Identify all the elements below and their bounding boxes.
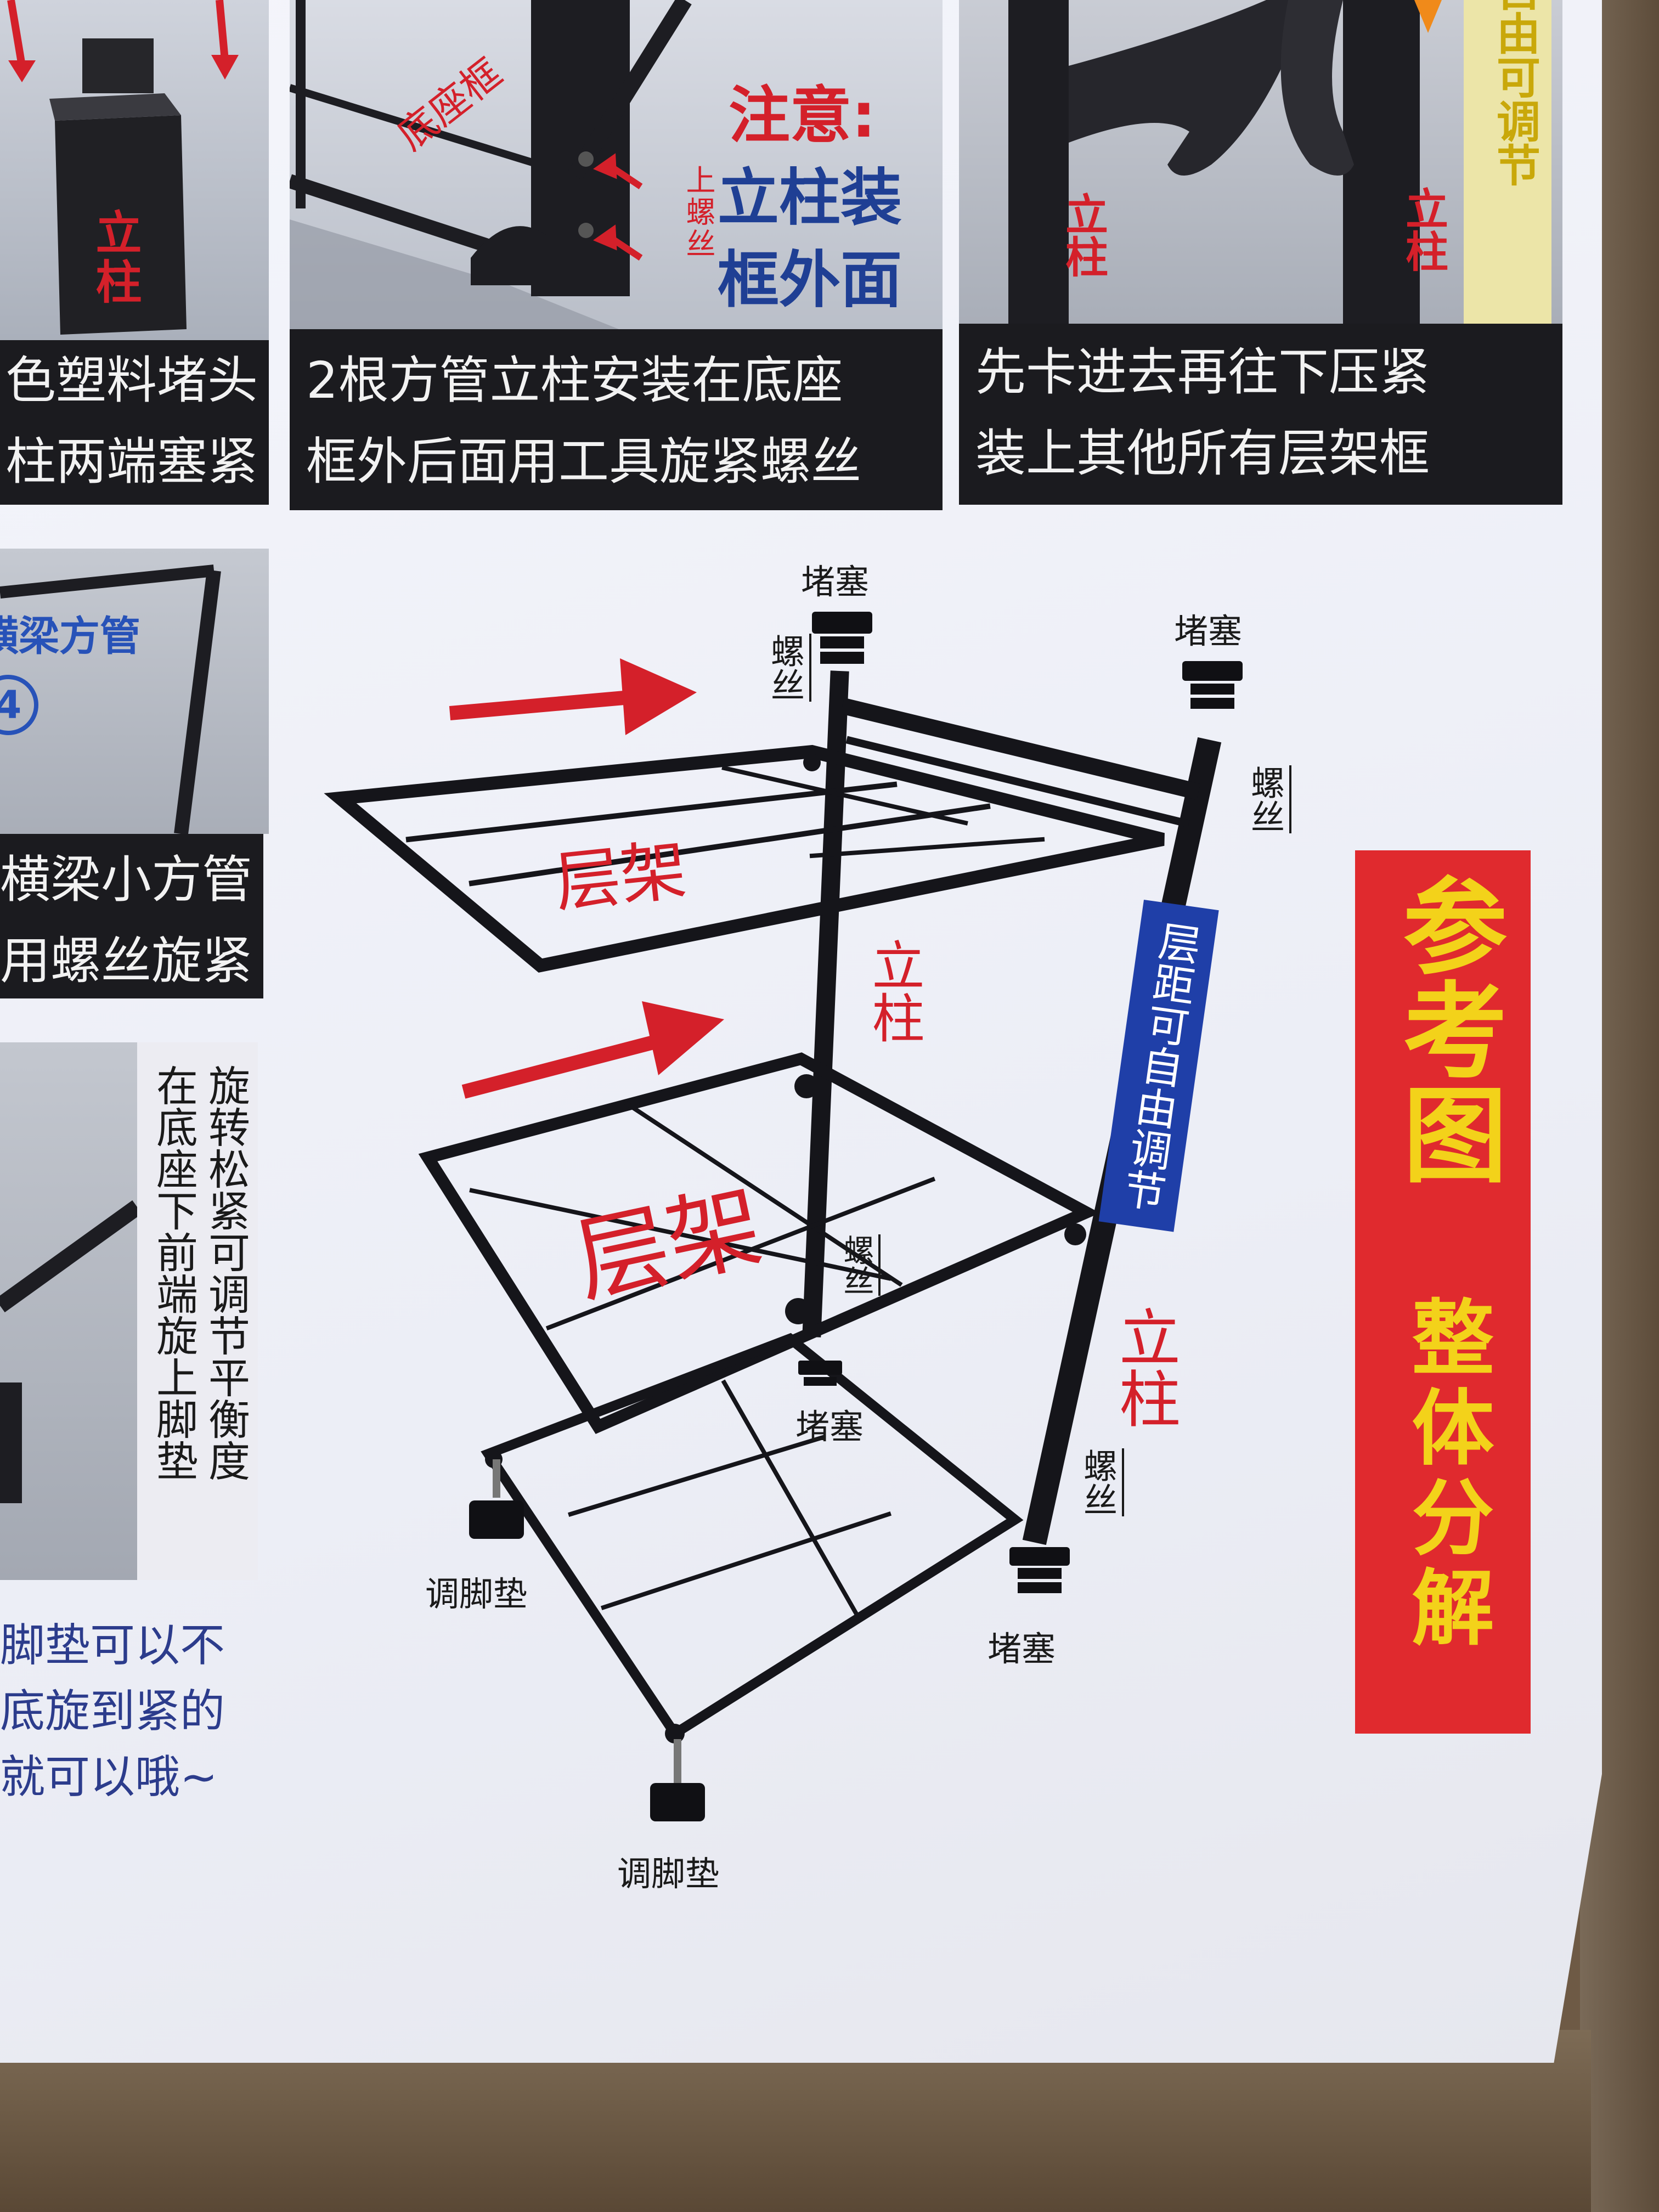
pillar-label: 立柱	[88, 208, 142, 307]
plug-top-left-icon	[812, 612, 872, 664]
foot-note: 脚垫可以不 底旋到紧的 就可以哦~	[0, 1613, 225, 1810]
caption-line-2: 用螺丝旋紧	[0, 932, 253, 990]
panel-top-left-photo: 立柱	[0, 0, 269, 340]
panel-top-right-photo: 立柱 立柱 自由可调节	[959, 0, 1562, 324]
panel-top-middle-caption: 2根方管立柱安装在底座 框外后面用工具旋紧螺丝	[290, 329, 943, 510]
step-number-badge: 4	[0, 675, 38, 735]
screw-top-left-label: 螺丝	[760, 634, 811, 702]
foot-bottom-icon	[650, 1739, 705, 1821]
plug-bottom-icon	[1009, 1547, 1070, 1593]
foot-bottom-label: 调脚垫	[617, 1854, 720, 1894]
note-line-2: 立柱装	[718, 162, 902, 234]
foot-left-label: 调脚垫	[425, 1574, 528, 1614]
caption-line-1: 色塑料堵头	[5, 351, 258, 410]
caption-line-1: 横梁小方管	[0, 850, 253, 909]
pillar-label-b: 立柱	[1398, 187, 1448, 272]
note-line-3: 框外面	[718, 245, 902, 316]
base-frame-illustration	[290, 0, 692, 329]
screw-lower-right-label: 螺丝	[1073, 1448, 1124, 1516]
panel-beam-photo: 横梁方管 4	[0, 549, 269, 834]
arrow-upper-icon	[449, 658, 697, 735]
banner-line-1: 参考图	[1385, 872, 1506, 1185]
screw-middle-label: 螺丝	[834, 1234, 881, 1296]
leveling-text-col-2: 在底座下前端旋上脚垫	[149, 1064, 198, 1481]
upper-shelf-frame	[324, 744, 1165, 973]
beam-illustration	[0, 565, 221, 834]
pillar-right-label: 立柱	[1109, 1306, 1180, 1429]
shelf-upper-label: 层架	[551, 832, 690, 922]
caption-line-2: 装上其他所有层架框	[975, 424, 1430, 483]
note-line-3: 就可以哦~	[0, 1751, 218, 1803]
panel-top-right-caption: 先卡进去再往下压紧 装上其他所有层架框	[959, 324, 1562, 505]
lower-shelf-frame	[418, 1052, 1101, 1434]
step-number: 4	[0, 682, 22, 727]
note-title: 注意:	[729, 80, 876, 151]
plug-middle-icon	[798, 1361, 842, 1386]
screw-top-right-label: 螺丝	[1240, 765, 1291, 833]
plug-bottom-label: 堵塞	[988, 1629, 1056, 1669]
banner-line-2: 整体分解	[1398, 1295, 1493, 1655]
pillar-plug-illustration	[7, 0, 239, 335]
plug-top-left-label: 堵塞	[801, 562, 870, 602]
adjust-label: 自由可调节	[1489, 0, 1541, 187]
panel-beam-caption: 横梁小方管 用螺丝旋紧	[0, 834, 263, 998]
pillar-center-label: 立柱	[863, 938, 924, 1043]
foot-left-icon	[469, 1459, 524, 1539]
foot-illustration	[0, 1200, 137, 1503]
caption-line-1: 先卡进去再往下压紧	[975, 343, 1430, 402]
caption-line-1: 2根方管立柱安装在底座	[306, 351, 843, 410]
instruction-sheet: 立柱 色塑料堵头 柱两端塞紧 底座框 上螺丝 注意: 立柱装 框外面 2根方管立…	[0, 0, 1602, 2063]
note-line-1: 脚垫可以不	[0, 1620, 225, 1672]
side-banner: 参考图 整体分解	[1355, 850, 1531, 1734]
plug-middle-label: 堵塞	[795, 1407, 864, 1447]
pillar-label-a: 立柱	[1058, 192, 1108, 278]
caption-line-2: 框外后面用工具旋紧螺丝	[306, 432, 862, 491]
panel-top-middle-photo: 底座框 上螺丝 注意: 立柱装 框外面	[290, 0, 943, 340]
panel-leveling-text	[137, 1042, 258, 1580]
screw-label: 上螺丝	[681, 165, 715, 260]
plug-top-right-label: 堵塞	[1174, 611, 1243, 651]
caption-line-2: 柱两端塞紧	[5, 432, 258, 491]
panel-top-left-caption: 色塑料堵头 柱两端塞紧	[0, 340, 269, 505]
beam-title: 横梁方管	[0, 613, 140, 660]
note-line-2: 底旋到紧的	[0, 1685, 225, 1737]
hook-clip-illustration	[1008, 0, 1551, 324]
leveling-text-col-1: 旋转松紧可调节平衡度	[201, 1064, 250, 1481]
base-frame	[481, 1333, 1024, 1741]
center-pillar	[802, 670, 849, 1338]
plug-top-right-icon	[1182, 661, 1243, 709]
panel-leveling-photo	[0, 1042, 137, 1580]
arrow-lower-icon	[461, 1001, 724, 1099]
